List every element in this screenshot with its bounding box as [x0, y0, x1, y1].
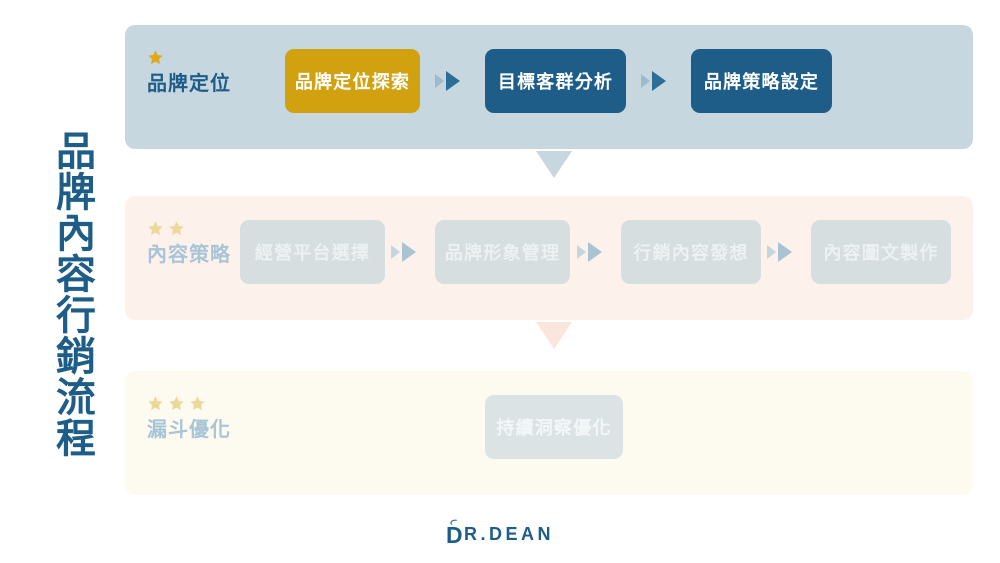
stage-band-funnel-optimization: 漏斗優化 持續洞察優化	[125, 371, 973, 495]
star-icon	[148, 50, 163, 65]
star-icon	[169, 396, 184, 411]
arrow-small-icon	[641, 74, 650, 88]
logo-mark: D	[445, 519, 463, 548]
logo-initial: D	[445, 522, 463, 548]
arrow-large-icon	[446, 71, 460, 91]
stage-label-funnel-optimization: 漏斗優化	[147, 395, 287, 442]
step-box-brand-exploration[interactable]: 品牌定位探索	[285, 49, 420, 113]
arrow-large-icon	[778, 242, 792, 262]
stage-name: 內容策略	[147, 244, 231, 266]
page-title: 品牌內容行銷流程	[50, 130, 94, 458]
stage-band-brand-positioning: 品牌定位 品牌定位探索 目標客群分析 品牌策略設定	[125, 25, 973, 149]
star-icon	[190, 396, 205, 411]
star-icon	[169, 221, 184, 236]
step-box-content-production[interactable]: 內容圖文製作	[811, 220, 951, 284]
arrow-large-icon	[652, 71, 666, 91]
star-icon	[148, 221, 163, 236]
step-box-brand-image-management[interactable]: 品牌形象管理	[435, 220, 570, 284]
arrow-large-icon	[402, 242, 416, 262]
arrow-small-icon	[391, 245, 400, 259]
leaf-icon	[450, 519, 457, 525]
stage-name: 品牌定位	[147, 73, 231, 95]
stage-band-content-strategy: 內容策略 經營平台選擇 品牌形象管理 行銷內容發想 內容圖文製作	[125, 196, 973, 320]
stage-name: 漏斗優化	[147, 419, 231, 441]
arrow-small-icon	[577, 245, 586, 259]
step-box-brand-strategy[interactable]: 品牌策略設定	[691, 49, 832, 113]
step-box-continuous-insight-optimization[interactable]: 持續洞察優化	[485, 395, 623, 459]
arrow-large-icon	[588, 242, 602, 262]
arrow-small-icon	[767, 245, 776, 259]
logo-wordmark: R.DEAN	[463, 523, 554, 544]
step-box-audience-analysis[interactable]: 目標客群分析	[485, 49, 626, 113]
band-connector-1-icon	[536, 151, 572, 178]
star-icon	[148, 396, 163, 411]
arrow-connector	[435, 69, 460, 93]
arrow-small-icon	[435, 74, 444, 88]
arrow-connector	[767, 240, 792, 264]
stage-label-brand-positioning: 品牌定位	[147, 49, 287, 96]
arrow-connector	[641, 69, 666, 93]
stage-label-content-strategy: 內容策略	[147, 220, 287, 267]
star-rating-2	[147, 220, 287, 240]
star-rating-3	[147, 395, 287, 415]
step-box-content-ideation[interactable]: 行銷內容發想	[621, 220, 761, 284]
arrow-connector	[577, 240, 602, 264]
arrow-connector	[391, 240, 416, 264]
step-box-platform-selection[interactable]: 經營平台選擇	[240, 220, 385, 284]
brand-logo: D R.DEAN	[0, 519, 1000, 548]
band-connector-2-icon	[536, 322, 572, 349]
star-rating-1	[147, 49, 287, 69]
